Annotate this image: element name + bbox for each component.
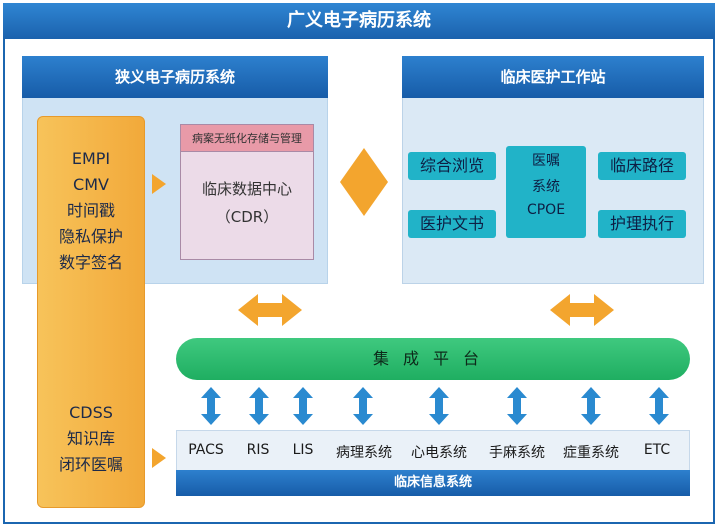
chevron-right-icon (152, 174, 166, 194)
cdr-top-label: 病案无纸化存储与管理 (180, 124, 314, 152)
tile-orders: 医嘱 系统 CPOE (506, 146, 586, 238)
vertical-arrow-icon (249, 387, 269, 425)
workstation-header: 临床医护工作站 (402, 56, 704, 98)
column-item: CDSS (69, 403, 113, 422)
clinical-info-bar: 临床信息系统 (176, 470, 690, 496)
orange-feature-column (37, 116, 145, 508)
vertical-arrow-icon (353, 387, 373, 425)
system-label: RIS (246, 442, 270, 458)
double-arrow-icon (550, 294, 614, 326)
column-item: 隐私保护 (58, 227, 123, 246)
system-label: PACS (188, 442, 224, 458)
double-arrow-icon (238, 294, 302, 326)
system-label: 病理系统 (336, 445, 392, 461)
diamond-arrow-icon (340, 148, 388, 216)
vertical-arrow-icon (429, 387, 449, 425)
system-label: ETC (643, 442, 671, 458)
vertical-arrow-icon (201, 387, 221, 425)
integration-platform: 集成平台 (176, 338, 690, 380)
page-title: 广义电子病历系统 (3, 3, 715, 39)
tile-overview: 综合浏览 (408, 152, 496, 180)
orders-line1: 医嘱 (532, 153, 560, 169)
column-item: 数字签名 (58, 253, 123, 272)
column-item: 时间戳 (66, 201, 115, 220)
column-item: CMV (73, 175, 109, 194)
system-label: LIS (292, 442, 314, 458)
vertical-arrow-icon (507, 387, 527, 425)
system-label: 手麻系统 (489, 445, 545, 461)
column-item: EMPI (71, 149, 111, 168)
tile-pathway: 临床路径 (598, 152, 686, 180)
cdr-line1: 临床数据中心 (201, 180, 292, 198)
orders-line3: CPOE (526, 202, 566, 218)
column-top-list: EMPI CMV 时间戳 隐私保护 数字签名 (37, 146, 145, 276)
column-bottom-list: CDSS 知识库 闭环医嘱 (37, 400, 145, 478)
column-item: 闭环医嘱 (58, 455, 123, 474)
tile-documents: 医护文书 (408, 210, 496, 238)
column-item: 知识库 (66, 429, 115, 448)
system-label: 心电系统 (411, 445, 467, 461)
cdr-line2: （CDR） (215, 208, 279, 226)
chevron-right-icon (152, 448, 166, 468)
vertical-arrow-icon (293, 387, 313, 425)
vertical-arrow-icon (649, 387, 669, 425)
narrow-emr-header: 狭义电子病历系统 (22, 56, 328, 98)
tile-nursing: 护理执行 (598, 210, 686, 238)
vertical-arrow-icon (581, 387, 601, 425)
system-label: 症重系统 (563, 445, 619, 461)
orders-line2: 系统 (532, 179, 560, 195)
